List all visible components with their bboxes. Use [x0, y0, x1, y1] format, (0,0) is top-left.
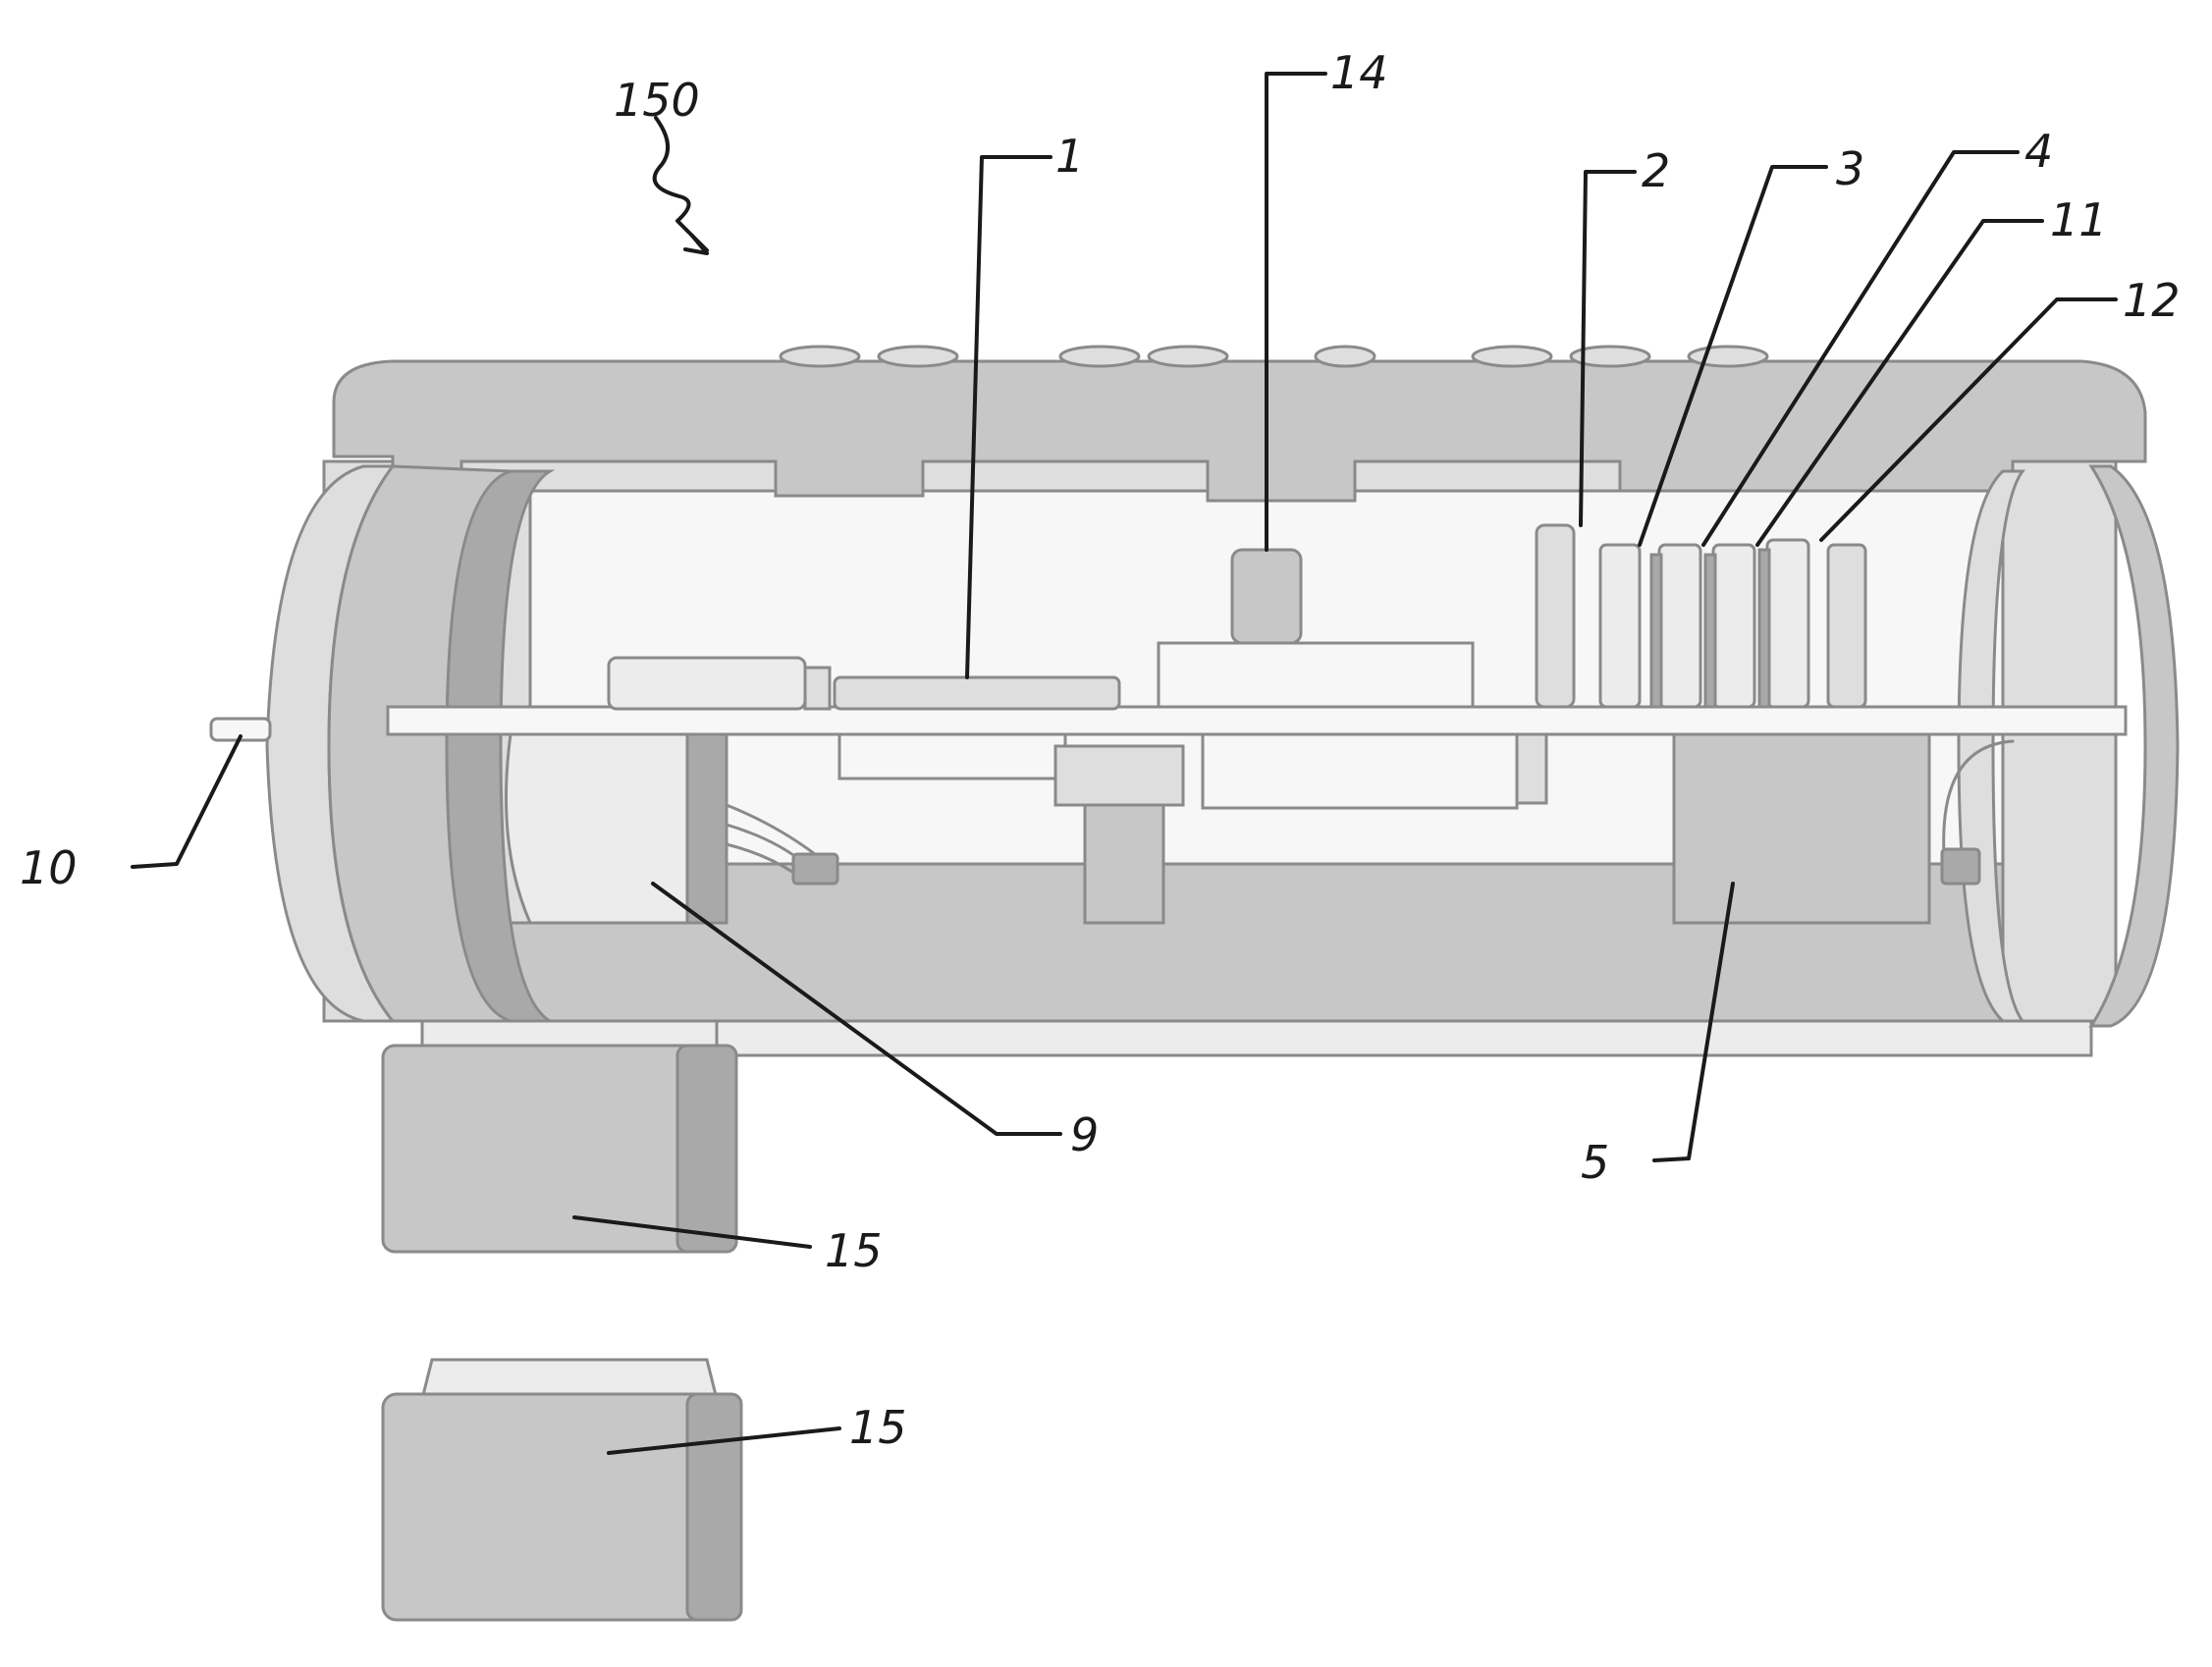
component-1-block-b [805, 668, 830, 709]
component-5 [1674, 734, 1929, 923]
component-1-block-a [609, 658, 805, 709]
plate-11-side [1705, 555, 1715, 707]
ref-label-5: 5 [1581, 1136, 1609, 1189]
under-rail-plate-1 [839, 734, 1065, 779]
ref-label-10: 10 [20, 841, 78, 894]
component-14-base [1159, 643, 1473, 707]
component-15-lower [383, 1360, 741, 1620]
central-rail [388, 707, 2126, 734]
plate-11 [1713, 545, 1754, 707]
component-15-upper [383, 1046, 736, 1252]
ref-label-2: 2 [1642, 144, 1670, 197]
component-14 [1232, 550, 1301, 643]
ref-label-15-lower: 15 [849, 1401, 907, 1454]
support-post-cap [1055, 746, 1183, 805]
plate-2 [1537, 525, 1574, 707]
plate-3 [1600, 545, 1640, 707]
ref-label-14: 14 [1330, 46, 1388, 99]
ref-label-15-upper: 15 [825, 1224, 883, 1277]
plate-12-side [1759, 550, 1769, 707]
plate-4 [1659, 545, 1700, 707]
component-9-side [687, 734, 727, 923]
leader-150 [655, 118, 707, 250]
ref-label-150: 150 [614, 74, 700, 127]
component-9 [507, 734, 708, 923]
component-1 [835, 677, 1119, 709]
under-rail-nub [1517, 734, 1546, 803]
ref-label-3: 3 [1836, 142, 1864, 195]
ref-label-12: 12 [2123, 274, 2181, 327]
ref-label-9: 9 [1070, 1108, 1099, 1161]
ref-label-4: 4 [2024, 125, 2053, 178]
plate-12 [1767, 540, 1808, 707]
ref-label-11: 11 [2050, 193, 2108, 246]
ref-label-1: 1 [1055, 130, 1084, 183]
plate-4-side [1651, 555, 1661, 707]
under-rail-plate-14 [1203, 734, 1517, 808]
plate-13 [1828, 545, 1865, 707]
leader-10 [133, 736, 241, 867]
